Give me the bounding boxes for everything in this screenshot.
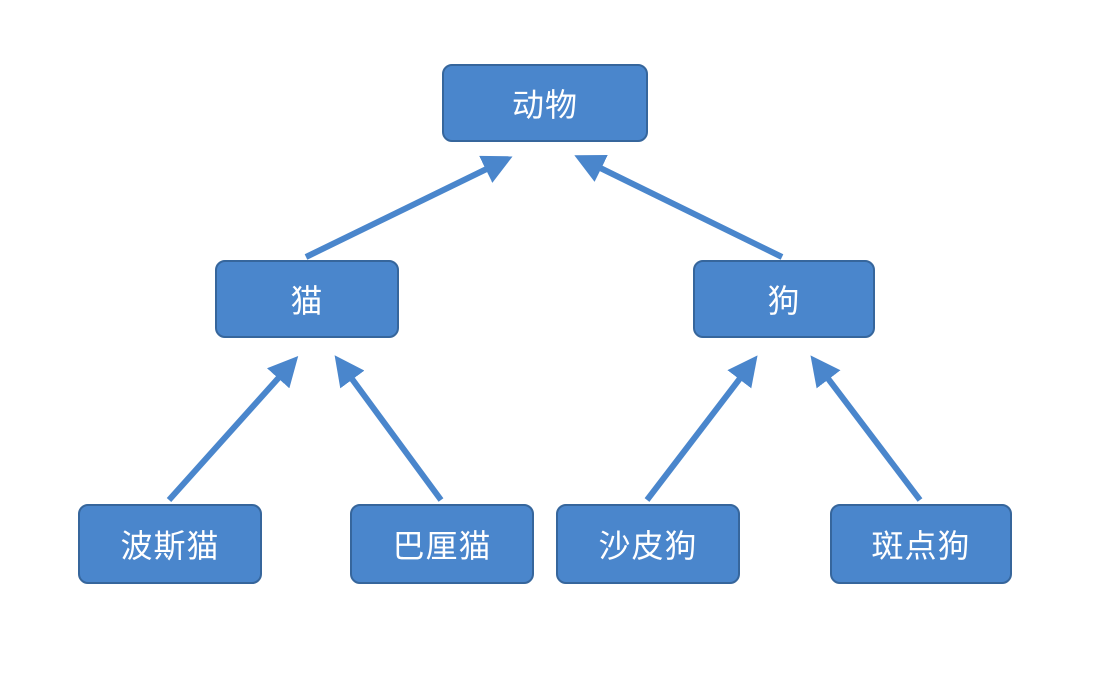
node-dog-label: 狗 <box>767 282 801 320</box>
node-persian-cat: 波斯猫 <box>78 504 262 584</box>
node-cat: 猫 <box>215 260 399 338</box>
arrow-cat-to-animal <box>304 155 513 260</box>
node-balinese-cat-label: 巴厘猫 <box>392 527 492 565</box>
node-dalmatian-dog-label: 斑点狗 <box>871 527 971 565</box>
node-persian-cat-label: 波斯猫 <box>120 527 220 565</box>
node-sharpei-dog-label: 沙皮狗 <box>598 527 698 565</box>
node-dog: 狗 <box>693 260 875 338</box>
node-dalmatian-dog: 斑点狗 <box>830 504 1012 584</box>
node-animal-label: 动物 <box>511 86 578 124</box>
arrow-dalmatian-to-dog <box>810 355 923 502</box>
node-animal: 动物 <box>442 64 648 142</box>
arrow-persian-to-cat <box>166 355 299 503</box>
node-cat-label: 猫 <box>290 282 324 320</box>
arrow-sharpei-to-dog <box>644 355 758 502</box>
node-balinese-cat: 巴厘猫 <box>350 504 534 584</box>
node-sharpei-dog: 沙皮狗 <box>556 504 740 584</box>
arrow-dog-to-animal <box>574 154 784 260</box>
arrow-balinese-to-cat <box>334 355 444 502</box>
